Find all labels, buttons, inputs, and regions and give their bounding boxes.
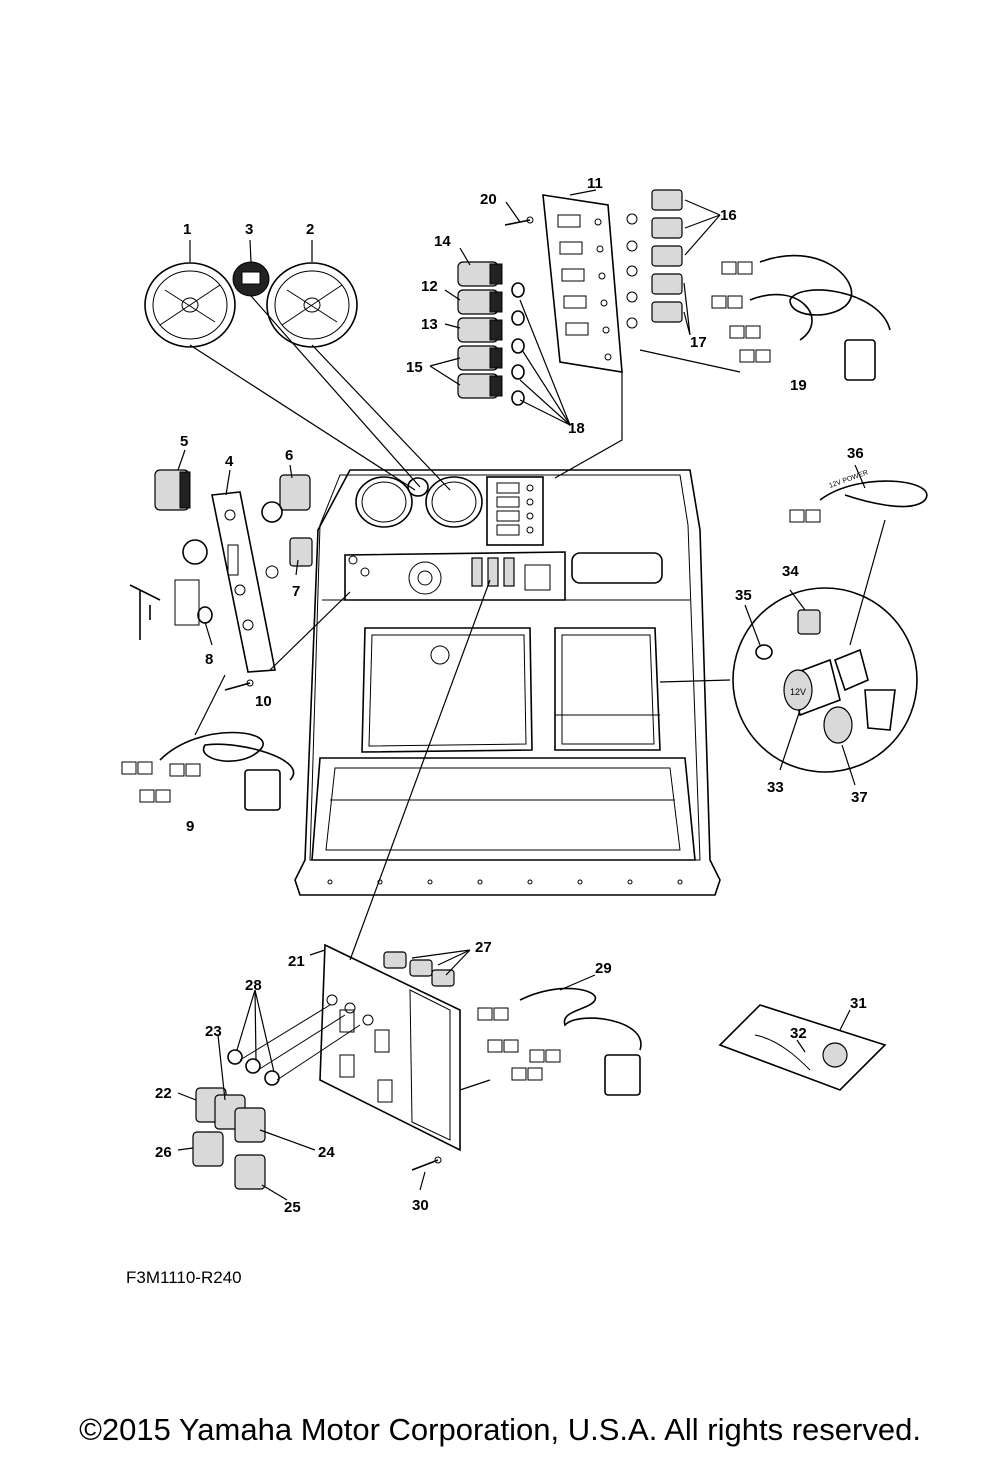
callout-31: 31 — [850, 995, 867, 1012]
callout-24: 24 — [318, 1144, 335, 1161]
callout-2: 3 — [245, 221, 253, 238]
callout-32: 32 — [790, 1025, 807, 1042]
callout-1: 1 — [183, 221, 191, 238]
callout-15: 15 — [406, 359, 423, 376]
callout-3: 2 — [306, 221, 314, 238]
dash-panel-body — [294, 469, 721, 896]
callout-9: 9 — [186, 818, 194, 835]
callout-8: 8 — [205, 651, 213, 668]
ignition-switch-6 — [261, 474, 311, 523]
callout-27: 27 — [475, 939, 492, 956]
callout-25: 25 — [284, 1199, 301, 1216]
callout-14: 14 — [434, 233, 451, 250]
screws — [224, 216, 534, 1171]
callout-12: 12 — [421, 278, 438, 295]
lower-switch-plate — [319, 943, 461, 1152]
key-set-31 — [718, 1004, 887, 1091]
switches-27 — [383, 951, 455, 987]
callout-11: 11 — [587, 175, 603, 192]
callout-23: 23 — [205, 1023, 222, 1040]
callout-26: 26 — [155, 1144, 172, 1161]
callout-33: 33 — [767, 779, 784, 796]
lower-indicator-lamps — [227, 1004, 361, 1086]
callout-21: 21 — [288, 953, 305, 970]
socket-label: 12V — [790, 687, 806, 697]
callout-5: 5 — [180, 433, 188, 450]
callout-35: 35 — [735, 587, 752, 604]
rear-switches-16-17 — [626, 189, 683, 329]
wire-harness-9 — [121, 731, 294, 811]
callout-16: 16 — [720, 207, 737, 224]
callout-36: 36 — [847, 445, 864, 462]
callout-30: 30 — [412, 1197, 429, 1214]
left-switch-plate — [211, 491, 276, 673]
wire-harness-29 — [477, 987, 642, 1096]
callout-19: 19 — [790, 377, 807, 394]
rocker-switch-stack — [457, 261, 503, 399]
switch-panel-plate — [542, 194, 623, 373]
wire-harness-19 — [711, 254, 891, 381]
indicator-lamps — [511, 282, 525, 406]
rocker-switch-5 — [154, 469, 191, 511]
lower-rocker-switches — [192, 1087, 266, 1190]
callout-20: 20 — [480, 191, 497, 208]
diagram-code: F3M1110-R240 — [126, 1268, 242, 1287]
callout-37: 37 — [851, 789, 868, 806]
callout-18: 18 — [568, 420, 585, 437]
callout-17: 17 — [690, 334, 707, 351]
power-socket-callout-circle: 12V — [732, 587, 918, 773]
power-cable-36: 12V POWER — [789, 469, 928, 523]
speedometer-gauge — [144, 262, 236, 348]
callout-29: 29 — [595, 960, 612, 977]
toggle-switch-7 — [265, 537, 313, 579]
callout-34: 34 — [782, 563, 799, 580]
callout-22: 22 — [155, 1085, 172, 1102]
callout-7: 7 — [292, 583, 300, 600]
copyright-notice: ©2015 Yamaha Motor Corporation, U.S.A. A… — [79, 1412, 921, 1447]
callout-6: 6 — [285, 447, 293, 464]
callout-13: 13 — [421, 316, 438, 333]
callout-10: 10 — [255, 693, 272, 710]
callout-numbers: 1 3 2 5 4 6 7 8 10 9 11 20 14 12 13 15 1… — [155, 175, 868, 1216]
leader-lines — [177, 189, 886, 1201]
callout-4: 4 — [225, 453, 234, 470]
key-and-lamp — [129, 539, 213, 640]
tachometer-gauge — [266, 262, 358, 348]
callout-28: 28 — [245, 977, 262, 994]
hour-meter-gauge — [232, 261, 270, 297]
